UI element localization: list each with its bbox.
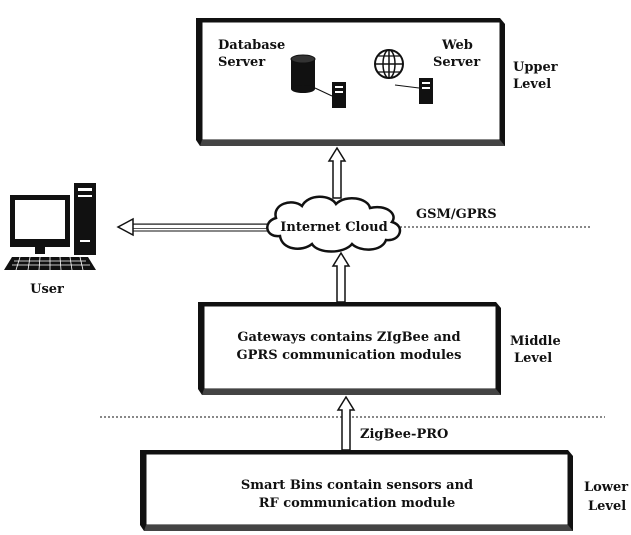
web-server-label-line1: Web [441,38,473,53]
lower-box-text-line1: Smart Bins contain sensors and [241,478,473,493]
middle-level-label-line1: Middle [510,334,561,349]
upper-level-box [196,18,505,146]
lower-level-label-line2: Level [588,499,626,514]
arrow-middle-to-cloud [331,251,351,303]
database-server-label-line2: Server [218,55,265,70]
middle-box-text-line2: GPRS communication modules [237,348,462,363]
internet-cloud-shape [266,195,402,253]
server-tower-icon [394,78,433,104]
middle-box-text-line1: Gateways contains ZIgBee and [237,330,460,345]
arrow-lower-to-middle [336,395,356,451]
user-label: User [30,282,64,297]
database-icon [290,54,316,93]
upper-level-label-line2: Level [513,77,551,92]
arrow-cloud-to-upper [327,146,347,199]
gsm-gprs-label: GSM/GPRS [416,207,497,222]
server-tower-icon [314,82,346,108]
web-server-label-line2: Server [433,55,480,70]
zigbee-pro-label: ZigBee-PRO [360,427,448,442]
lower-level-box [140,450,573,531]
lower-box-text-line2: RF communication module [259,496,456,511]
computer-icon [4,183,96,271]
database-server-label-line1: Database [218,38,285,53]
middle-level-label-line2: Level [514,351,552,366]
upper-level-label-line1: Upper [513,60,558,75]
internet-cloud-label: Internet Cloud [280,220,387,235]
middle-level-box [198,302,501,395]
lower-level-label-line1: Lower [584,480,628,495]
globe-icon [374,49,404,79]
arrow-cloud-to-user [116,217,277,237]
